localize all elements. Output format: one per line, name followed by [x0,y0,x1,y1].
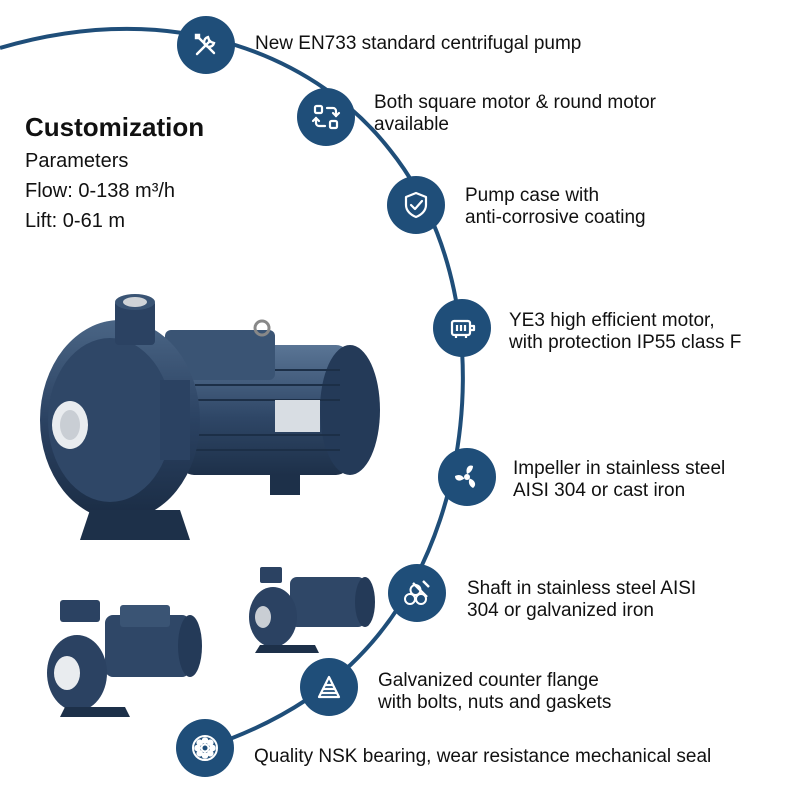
flow-parameter: Flow: 0-138 m³/h [25,180,176,202]
feature-line: Both square motor & round motor [374,92,656,113]
feature-shaft: Shaft in stainless steel AISI 304 or gal… [467,578,696,622]
lift-parameter: Lift: 0-61 m [25,210,126,232]
feature-en733: New EN733 standard centrifugal pump [255,33,581,55]
feature-impeller: Impeller in stainless steel AISI 304 or … [513,458,725,502]
convert-shapes-icon [297,88,355,146]
small-pump-image-left [47,600,202,717]
feature-line: Quality NSK bearing, wear resistance mec… [254,746,712,767]
impeller-icon [438,448,496,506]
tools-icon [177,16,235,74]
feature-line: 304 or galvanized iron [467,600,654,621]
main-pump-image [40,294,380,540]
feature-line: with protection IP55 class F [509,332,742,353]
feature-line: AISI 304 or cast iron [513,480,686,501]
bearing-icon [176,719,234,777]
parameters-label: Parameters [25,150,129,172]
feature-motor-shape: Both square motor & round motor availabl… [374,92,656,136]
feature-line: Pump case with [465,185,600,206]
flange-icon [300,658,358,716]
shaft-icon [388,564,446,622]
feature-line: Impeller in stainless steel [513,458,726,479]
feature-line: New EN733 standard centrifugal pump [255,33,582,54]
feature-line: with bolts, nuts and gaskets [378,692,612,713]
feature-line: available [374,114,449,135]
feature-ye3-motor: YE3 high efficient motor, with protectio… [509,310,741,354]
feature-line: YE3 high efficient motor, [509,310,715,331]
feature-flange: Galvanized counter flange with bolts, nu… [378,670,611,714]
customization-title: Customization [25,112,205,142]
feature-pump-case: Pump case with anti-corrosive coating [465,185,646,229]
feature-bearing: Quality NSK bearing, wear resistance mec… [254,746,711,768]
shield-check-icon [387,176,445,234]
feature-line: Galvanized counter flange [378,670,599,691]
feature-line: anti-corrosive coating [465,207,646,228]
small-pump-image-center [249,567,375,653]
motor-icon [433,299,491,357]
feature-line: Shaft in stainless steel AISI [467,578,697,599]
